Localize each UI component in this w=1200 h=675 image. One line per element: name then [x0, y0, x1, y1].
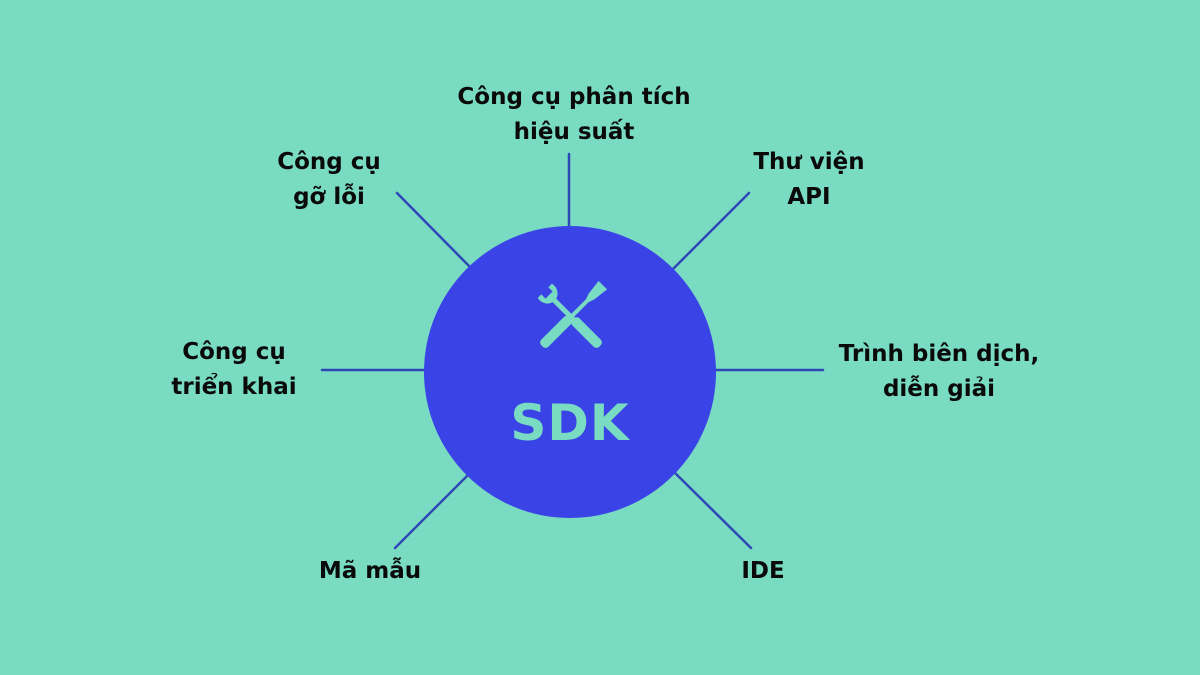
node-label-line: gỡ lỗi	[293, 184, 365, 210]
tools-icon	[537, 280, 608, 348]
node-label-line: IDE	[741, 558, 785, 584]
connector-top-left	[395, 191, 472, 269]
node-label-line: Thư viện	[753, 149, 865, 175]
node-label-line: diễn giải	[882, 376, 996, 402]
node-ide: IDE	[741, 554, 784, 589]
node-label-line: Trình biên dịch,	[838, 341, 1040, 367]
node-api-library: Thư viện API	[753, 145, 864, 215]
node-performance-tools: Công cụ phân tích hiệu suất	[457, 80, 690, 150]
connector-top-right	[670, 191, 751, 272]
node-label-line: Công cụ	[277, 149, 381, 175]
node-label-line: triển khai	[171, 374, 297, 400]
node-label-line: Công cụ phân tích	[457, 84, 691, 110]
sdk-hub-circle: SDK	[424, 226, 716, 518]
hub-label: SDK	[510, 394, 630, 452]
node-sample-code: Mã mẫu	[319, 554, 421, 589]
node-compiler-interpreter: Trình biên dịch, diễn giải	[839, 337, 1040, 407]
node-label-line: hiệu suất	[513, 119, 635, 145]
node-label-line: Công cụ	[182, 339, 286, 365]
node-label-line: API	[787, 184, 831, 210]
connector-bottom-left	[393, 472, 471, 550]
node-deployment-tools: Công cụ triển khai	[171, 335, 296, 405]
node-debug-tools: Công cụ gỡ lỗi	[277, 145, 381, 215]
connector-bottom-right	[670, 468, 753, 550]
node-label-line: Mã mẫu	[318, 558, 422, 584]
